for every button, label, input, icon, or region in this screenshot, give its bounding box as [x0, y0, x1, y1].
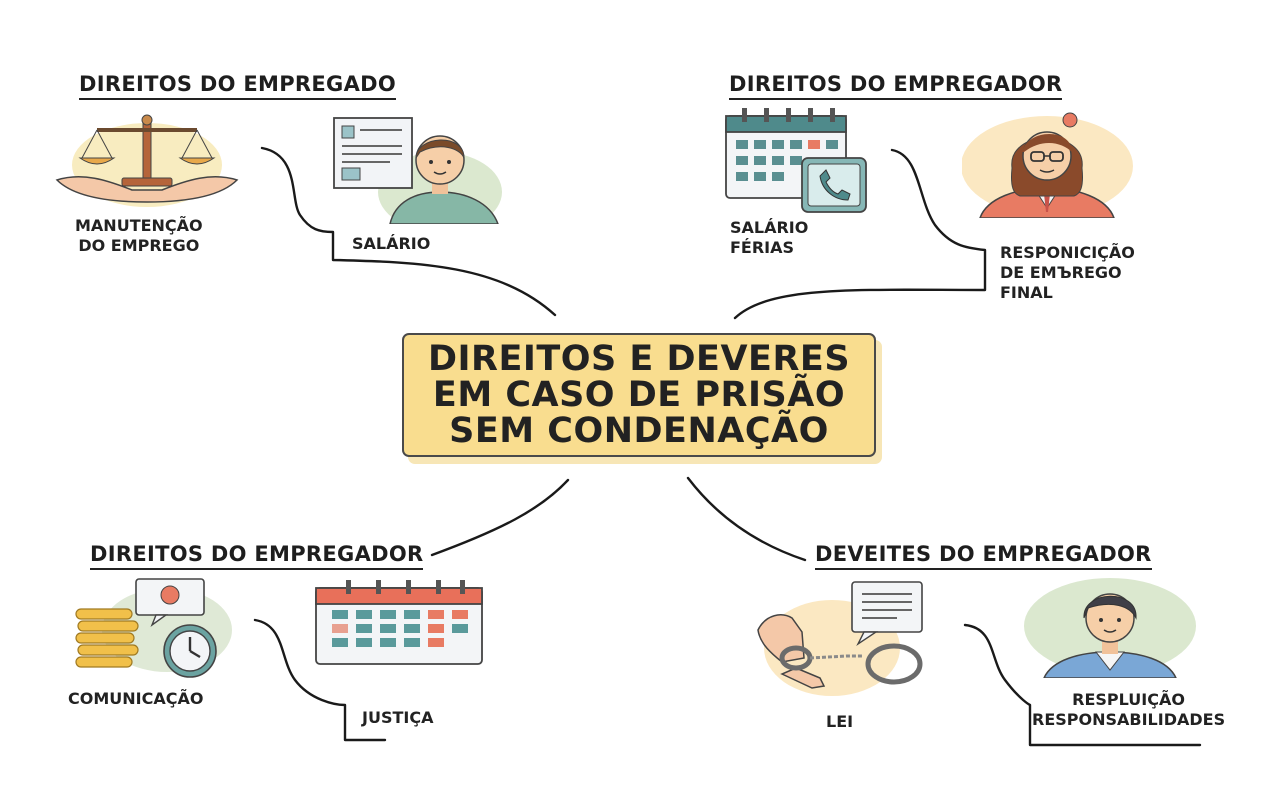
- label-salario-ferias: SALÁRIO FÉRIAS: [730, 218, 809, 257]
- label-manutencao-emprego: MANUTENÇÃO DO EMPREGO: [75, 216, 203, 255]
- central-topic-box: DIREITOS E DEVERES EM CASO DE PRISÃO SEM…: [402, 333, 876, 457]
- coins-clock-icon: [75, 578, 232, 678]
- connector-top-right: [733, 148, 987, 320]
- connector-bottom-left-items: [253, 618, 387, 742]
- label-salario: SALÁRIO: [352, 234, 431, 253]
- handcuffs-icon: [757, 581, 923, 696]
- heading-top-left: DIREITOS DO EMPREGADO: [79, 72, 397, 100]
- woman-glasses-icon: [962, 112, 1133, 218]
- label-reposicao-emprego: RESPONICIÇÃO DE EMЪREGO FINAL: [1000, 243, 1135, 302]
- calendar-icon: [315, 580, 483, 665]
- document-worker-icon: [333, 117, 502, 224]
- heading-bottom-right: DEVEITES DO EMPREGADOR: [815, 542, 1152, 570]
- calendar-phone-icon: [725, 108, 867, 213]
- heading-top-right: DIREITOS DO EMPREGADOR: [729, 72, 1063, 100]
- heading-bottom-left: DIREITOS DO EMPREGADOR: [90, 542, 424, 570]
- label-comunicacao: COMUNICAÇÃO: [68, 689, 204, 708]
- label-justica: JUSTIÇA: [362, 708, 434, 727]
- connector-top-left: [260, 146, 557, 317]
- man-portrait-icon: [1024, 578, 1196, 678]
- label-responsabilidades: RESPLUIÇÃO RESPONSABILIDADES: [1032, 690, 1226, 729]
- connector-bottom-left: [430, 478, 570, 557]
- scales-hands-icon: [55, 114, 239, 207]
- connector-bottom-right-items: [963, 623, 1202, 747]
- label-lei: LEI: [826, 712, 854, 731]
- connector-bottom-right: [686, 476, 807, 562]
- central-topic-title: DIREITOS E DEVERES EM CASO DE PRISÃO SEM…: [427, 339, 851, 451]
